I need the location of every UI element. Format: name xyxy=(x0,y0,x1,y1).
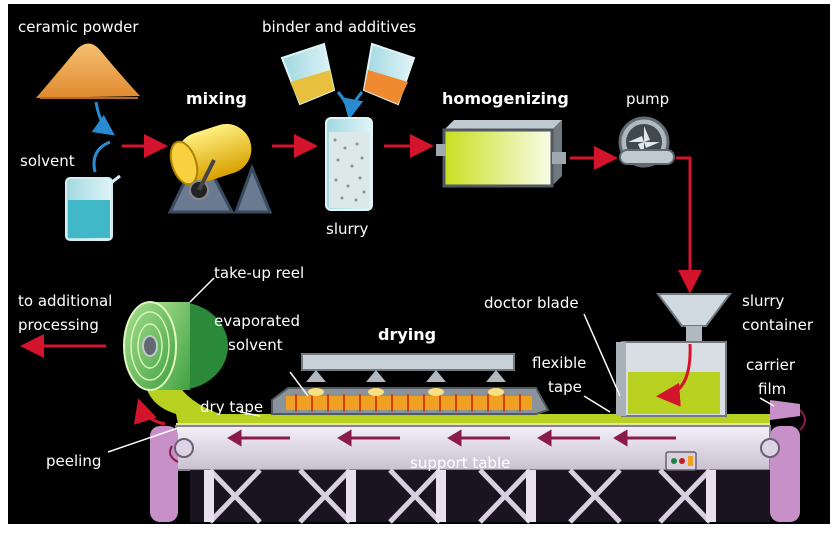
label-flexible: flexible xyxy=(532,354,586,372)
peeling-arrow xyxy=(133,398,166,426)
label-dry-tape: dry tape xyxy=(200,398,263,416)
binder-beaker-left xyxy=(280,42,336,106)
label-slurry-container-1: slurry xyxy=(742,292,785,310)
label-take-up-reel: take-up reel xyxy=(214,264,304,282)
slurry-beaker xyxy=(325,117,373,211)
flow-arrow-in-container xyxy=(656,343,692,407)
label-drying: drying xyxy=(378,325,436,344)
label-pump: pump xyxy=(626,90,669,108)
solvent-beaker xyxy=(65,174,121,241)
take-up-reel xyxy=(123,301,228,391)
label-peeling: peeling xyxy=(46,452,101,470)
pump xyxy=(618,116,675,168)
label-evaporated-solvent: solvent xyxy=(228,336,283,354)
label-binder-additives: binder and additives xyxy=(262,18,416,36)
label-mixing: mixing xyxy=(186,89,247,108)
leader-lines xyxy=(107,277,775,453)
ball-mill-mixer xyxy=(167,123,273,214)
label-support-table: support table xyxy=(410,454,510,472)
label-ceramic-powder: ceramic powder xyxy=(18,18,139,36)
label-evaporated: evaporated xyxy=(214,312,300,330)
powder-flow-arrow xyxy=(91,101,115,136)
homogenizer-tank xyxy=(436,120,566,188)
belt-rotation-right xyxy=(799,409,806,431)
label-solvent: solvent xyxy=(20,152,75,170)
flow-arrow-to-container xyxy=(676,156,702,294)
label-doctor-blade: doctor blade xyxy=(484,294,579,312)
belt-rotation-left xyxy=(169,445,179,463)
label-to-additional: to additional xyxy=(18,292,112,310)
label-slurry-container-2: container xyxy=(742,316,814,334)
label-film: film xyxy=(758,380,786,398)
carrier-film xyxy=(770,400,800,420)
support-table xyxy=(150,425,800,524)
label-tape: tape xyxy=(548,378,582,396)
drying-hood xyxy=(271,353,550,415)
label-carrier: carrier xyxy=(746,356,796,374)
solvent-flow-arrow xyxy=(92,140,111,173)
label-homogenizing: homogenizing xyxy=(442,89,569,108)
binder-beaker-right xyxy=(362,42,416,106)
belt-direction-arrows xyxy=(227,429,676,447)
label-slurry: slurry xyxy=(326,220,369,238)
ceramic-powder-pile xyxy=(36,43,140,99)
binder-flow-right xyxy=(342,91,364,120)
label-processing: processing xyxy=(18,316,99,334)
